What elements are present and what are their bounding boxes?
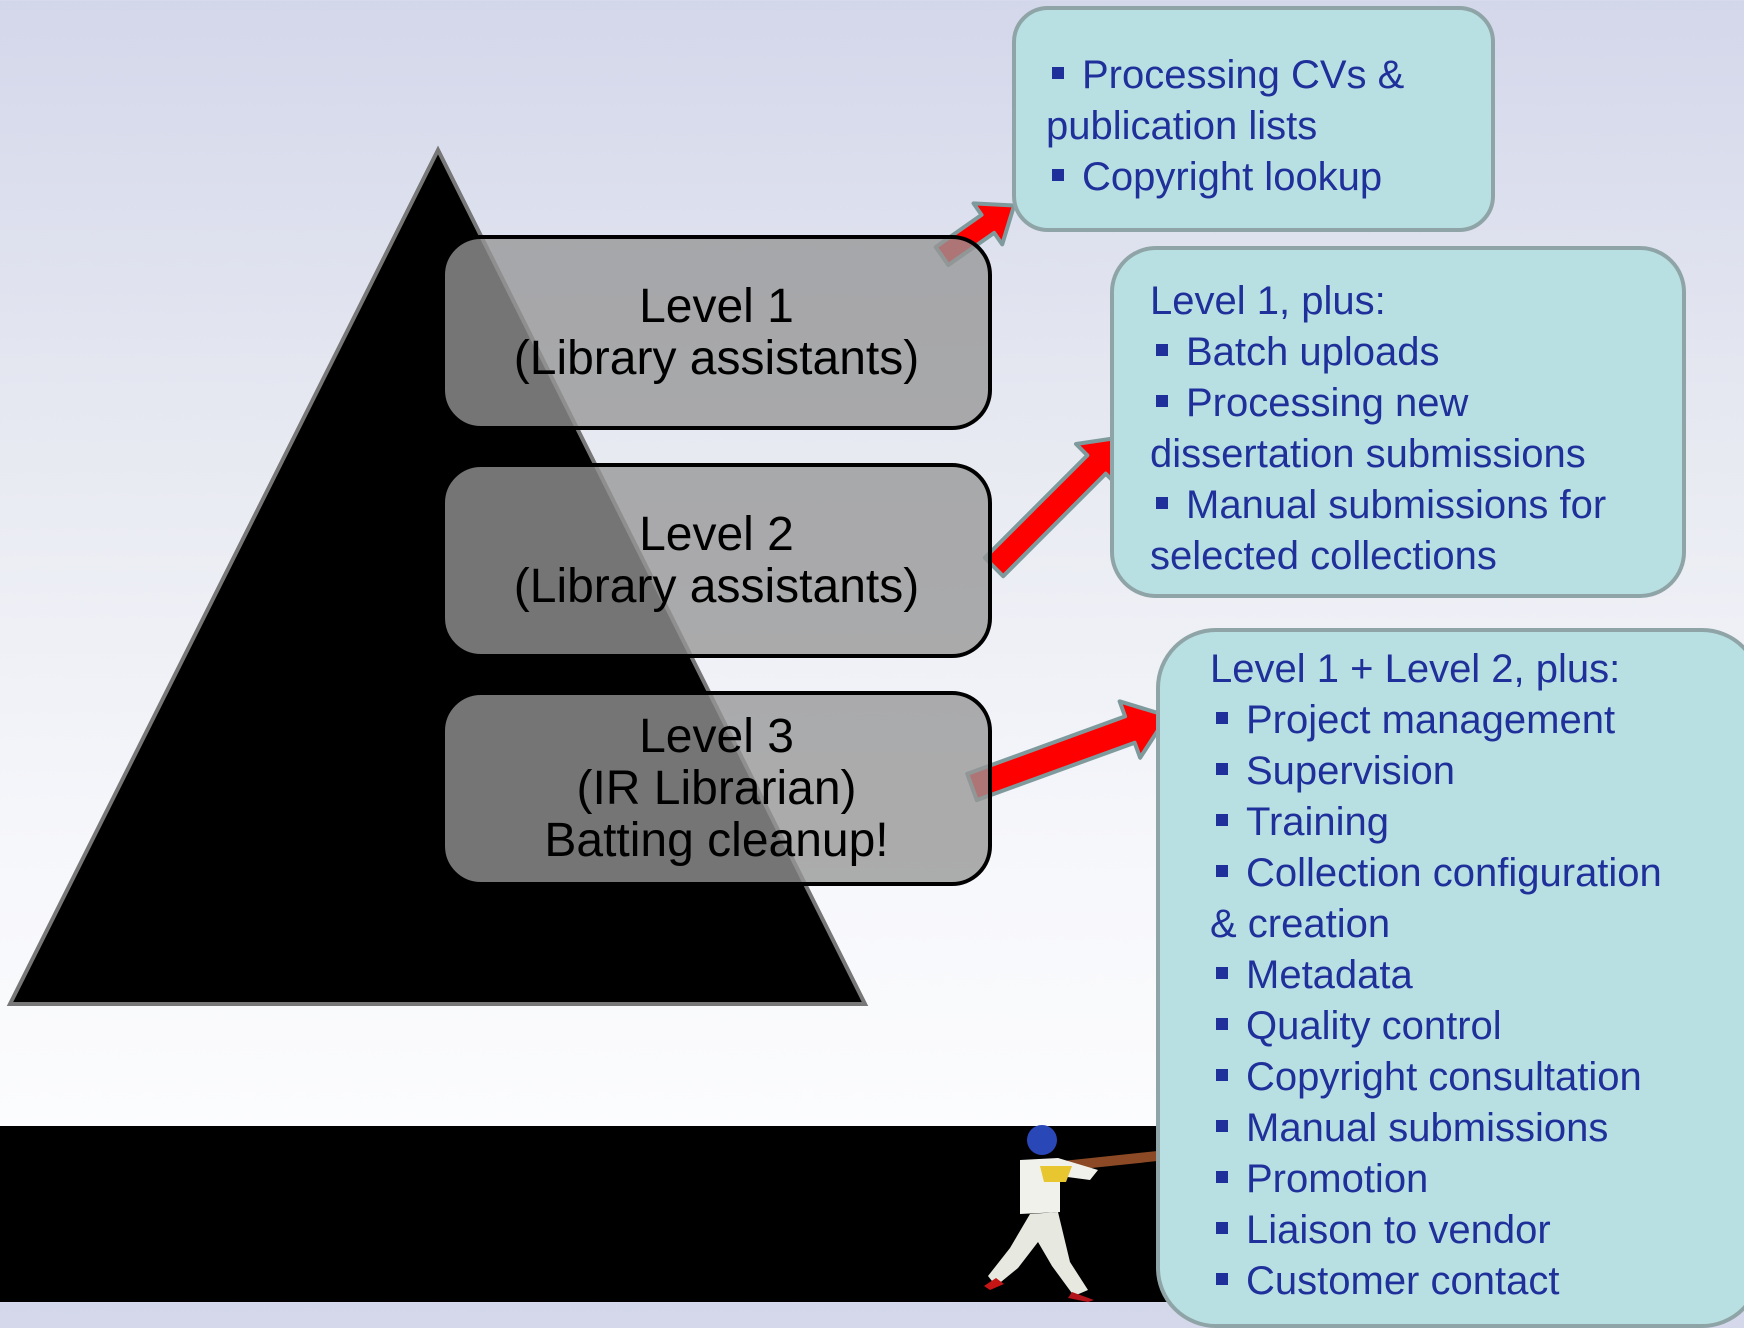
level-3-duties-box: Level 1 + Level 2, plus: Project managem… xyxy=(1156,628,1744,1328)
level-1-role: (Library assistants) xyxy=(513,331,920,385)
duties-row: Copyright lookup xyxy=(1046,152,1471,203)
level-2-box: Level 2 (Library assistants) xyxy=(441,463,992,658)
duties-row: Processing CVs & xyxy=(1046,50,1471,101)
duties-row: Training xyxy=(1210,797,1744,848)
duties-row: & creation xyxy=(1210,902,1391,946)
bullet-icon xyxy=(1216,1069,1228,1082)
bullet-icon xyxy=(1216,814,1228,827)
duties-row: Customer contact xyxy=(1210,1256,1744,1307)
duties-heading: Level 1, plus: xyxy=(1150,279,1386,323)
duties-heading: Level 1 + Level 2, plus: xyxy=(1210,647,1621,691)
level-3-box: Level 3 (IR Librarian) Batting cleanup! xyxy=(441,691,992,886)
bullet-icon xyxy=(1216,865,1228,878)
duties-row: publication lists xyxy=(1046,104,1318,148)
bullet-icon xyxy=(1216,1120,1228,1133)
bullet-icon xyxy=(1156,344,1168,357)
duties-row: Processing new xyxy=(1150,378,1662,429)
bullet-icon xyxy=(1216,967,1228,980)
duties-row: Supervision xyxy=(1210,746,1744,797)
duties-row: Collection configuration xyxy=(1210,848,1744,899)
duties-row: Manual submissions for xyxy=(1150,480,1662,531)
duties-row: Quality control xyxy=(1210,1001,1744,1052)
level-3-title: Level 3 xyxy=(639,709,794,763)
duties-row: selected collections xyxy=(1150,534,1497,578)
duties-row: Promotion xyxy=(1210,1154,1744,1205)
bullet-icon xyxy=(1052,169,1064,182)
duties-row: Liaison to vendor xyxy=(1210,1205,1744,1256)
bullet-icon xyxy=(1052,67,1064,80)
duties-row: Manual submissions xyxy=(1210,1103,1744,1154)
baseball-batter-icon xyxy=(984,1125,1174,1302)
bullet-icon xyxy=(1216,712,1228,725)
level-1-title: Level 1 xyxy=(639,279,794,333)
arrow-level3 xyxy=(965,699,1170,803)
level-1-duties-box: Processing CVs & publication lists Copyr… xyxy=(1012,6,1495,232)
level-2-duties-box: Level 1, plus: Batch uploads Processing … xyxy=(1110,246,1686,598)
bullet-icon xyxy=(1156,395,1168,408)
duties-row: Metadata xyxy=(1210,950,1744,1001)
duties-row: dissertation submissions xyxy=(1150,432,1586,476)
level-1-box: Level 1 (Library assistants) xyxy=(441,235,992,430)
duties-row: Project management xyxy=(1210,695,1744,746)
bullet-icon xyxy=(1216,1273,1228,1286)
bullet-icon xyxy=(1216,1222,1228,1235)
duties-row: Copyright consultation xyxy=(1210,1052,1744,1103)
level-2-role: (Library assistants) xyxy=(513,559,920,613)
bullet-icon xyxy=(1216,1171,1228,1184)
bullet-icon xyxy=(1156,497,1168,510)
level-3-role: (IR Librarian) xyxy=(576,761,857,815)
bullet-icon xyxy=(1216,1018,1228,1031)
bullet-icon xyxy=(1216,763,1228,776)
level-2-title: Level 2 xyxy=(639,507,794,561)
duties-row: Batch uploads xyxy=(1150,327,1662,378)
level-3-note: Batting cleanup! xyxy=(544,813,889,867)
